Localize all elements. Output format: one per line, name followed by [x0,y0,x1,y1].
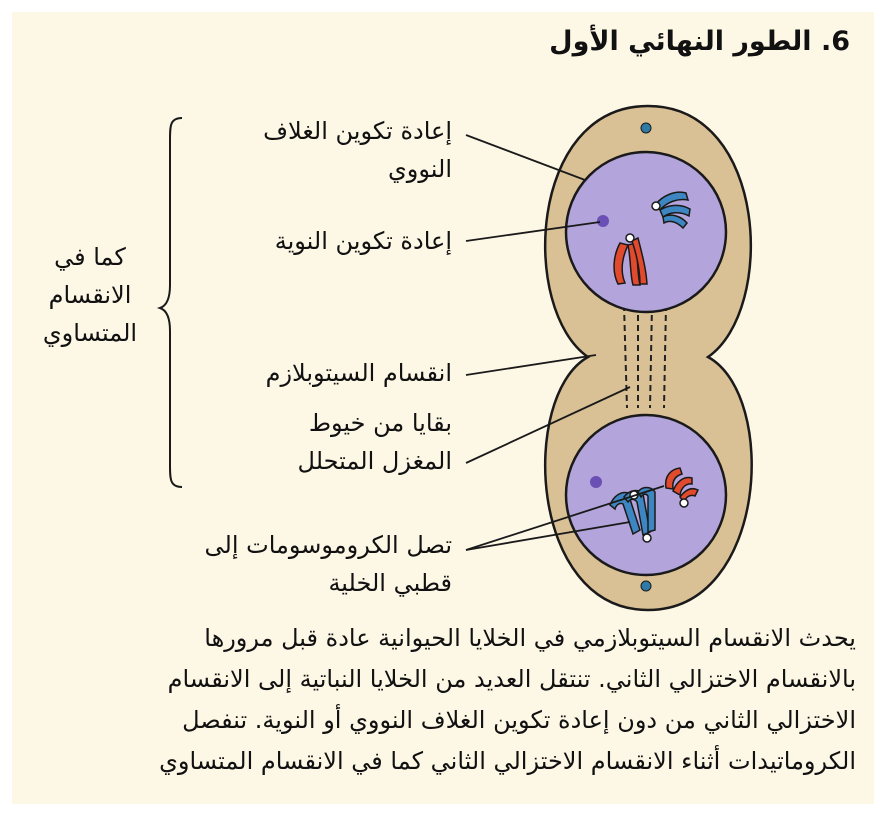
label-chromosomes-poles: تصل الكروموسومات إلى قطبي الخلية [205,526,453,602]
label-as-in-mitosis: كما في الانقسام المتساوي [30,238,150,352]
description-paragraph: يحدث الانقسام السيتوبلازمي في الخلايا ال… [40,618,856,782]
nucleolus-bottom [590,476,602,488]
label-spindle-remnants: بقايا من خيوط المغزل المتحلل [298,404,452,480]
label-nuclear-envelope: إعادة تكوين الغلاف النووي [263,112,452,188]
centriole-top [641,123,651,133]
centriole-bottom [641,581,651,591]
curly-brace [160,118,182,487]
label-cytokinesis: انقسام السيتوبلازم [266,354,452,392]
nucleus-top [566,152,726,312]
nucleolus-top [597,215,609,227]
label-nucleolus: إعادة تكوين النوية [275,222,452,260]
